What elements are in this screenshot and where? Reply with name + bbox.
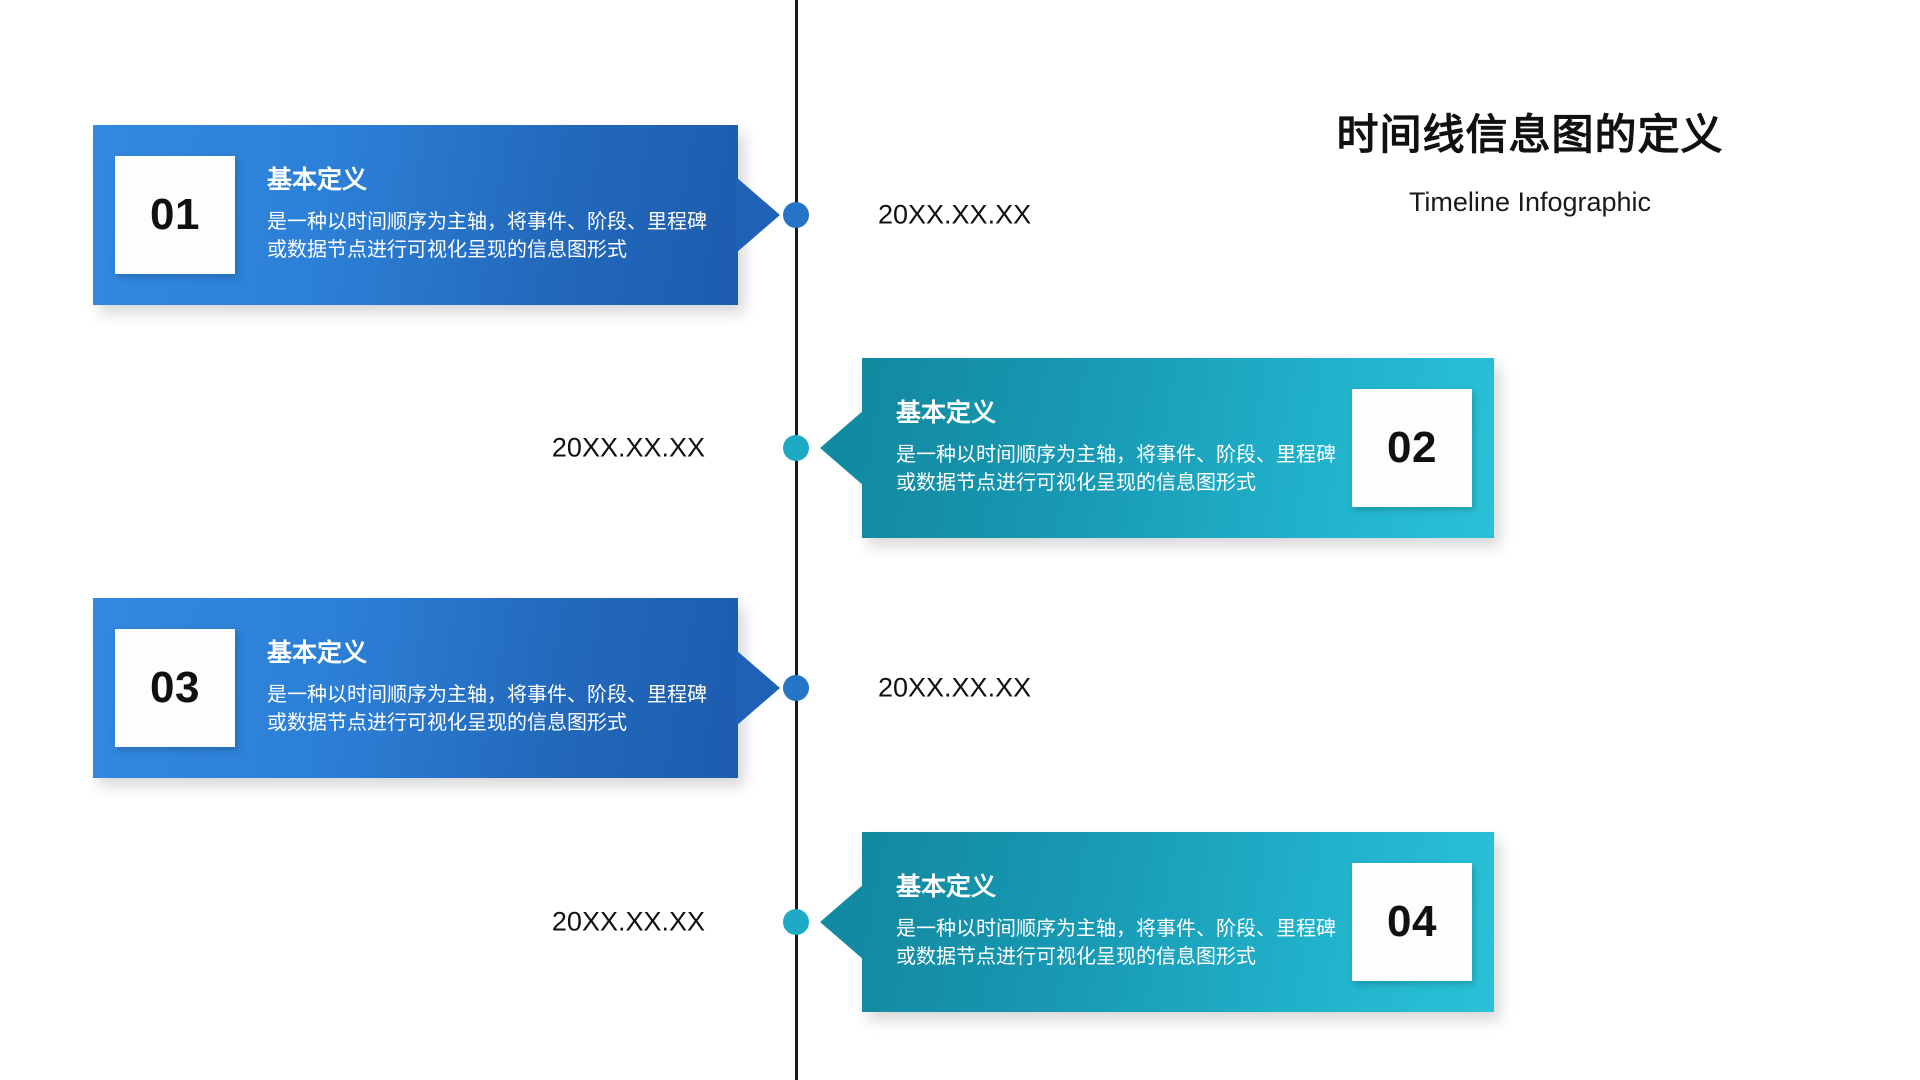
timeline-card-01[interactable]: 01 基本定义 是一种以时间顺序为主轴，将事件、阶段、里程碑或数据节点进行可视化… <box>93 125 780 305</box>
card-body: 是一种以时间顺序为主轴，将事件、阶段、里程碑或数据节点进行可视化呈现的信息图形式 <box>896 443 1336 495</box>
step-number-badge: 01 <box>115 156 235 274</box>
card-body: 是一种以时间顺序为主轴，将事件、阶段、里程碑或数据节点进行可视化呈现的信息图形式 <box>267 210 707 262</box>
card-body: 是一种以时间顺序为主轴，将事件、阶段、里程碑或数据节点进行可视化呈现的信息图形式 <box>896 917 1336 969</box>
card-inner: 基本定义 是一种以时间顺序为主轴，将事件、阶段、里程碑或数据节点进行可视化呈现的… <box>820 358 1494 538</box>
timeline-card-03[interactable]: 03 基本定义 是一种以时间顺序为主轴，将事件、阶段、里程碑或数据节点进行可视化… <box>93 598 780 778</box>
timeline-dot-02[interactable] <box>783 435 809 461</box>
step-number-badge: 03 <box>115 629 235 747</box>
card-text: 基本定义 是一种以时间顺序为主轴，将事件、阶段、里程碑或数据节点进行可视化呈现的… <box>862 872 1352 971</box>
card-body: 是一种以时间顺序为主轴，将事件、阶段、里程碑或数据节点进行可视化呈现的信息图形式 <box>267 683 707 735</box>
card-text: 基本定义 是一种以时间顺序为主轴，将事件、阶段、里程碑或数据节点进行可视化呈现的… <box>235 638 738 737</box>
timeline-dot-01[interactable] <box>783 202 809 228</box>
timeline-card-02[interactable]: 基本定义 是一种以时间顺序为主轴，将事件、阶段、里程碑或数据节点进行可视化呈现的… <box>820 358 1494 538</box>
card-inner: 基本定义 是一种以时间顺序为主轴，将事件、阶段、里程碑或数据节点进行可视化呈现的… <box>820 832 1494 1012</box>
timeline-dot-03[interactable] <box>783 675 809 701</box>
card-heading: 基本定义 <box>267 639 368 668</box>
card-text: 基本定义 是一种以时间顺序为主轴，将事件、阶段、里程碑或数据节点进行可视化呈现的… <box>862 398 1352 497</box>
arrow-right-icon <box>736 177 780 253</box>
date-label-01: 20XX.XX.XX <box>878 199 1032 230</box>
card-inner: 03 基本定义 是一种以时间顺序为主轴，将事件、阶段、里程碑或数据节点进行可视化… <box>93 598 780 778</box>
card-text: 基本定义 是一种以时间顺序为主轴，将事件、阶段、里程碑或数据节点进行可视化呈现的… <box>235 165 738 264</box>
card-heading: 基本定义 <box>896 873 997 902</box>
date-label-04: 20XX.XX.XX <box>551 906 705 937</box>
page-subtitle: Timeline Infographic <box>1408 187 1652 218</box>
title-block: 时间线信息图的定义 Timeline Infographic <box>1210 110 1850 219</box>
card-heading: 基本定义 <box>896 399 997 428</box>
timeline-dot-04[interactable] <box>783 909 809 935</box>
arrow-left-icon <box>820 410 864 486</box>
timeline-card-04[interactable]: 基本定义 是一种以时间顺序为主轴，将事件、阶段、里程碑或数据节点进行可视化呈现的… <box>820 832 1494 1012</box>
date-label-02: 20XX.XX.XX <box>551 432 705 463</box>
card-inner: 01 基本定义 是一种以时间顺序为主轴，将事件、阶段、里程碑或数据节点进行可视化… <box>93 125 780 305</box>
arrow-left-icon <box>820 884 864 960</box>
arrow-right-icon <box>736 650 780 726</box>
date-label-03: 20XX.XX.XX <box>878 672 1032 703</box>
step-number-badge: 04 <box>1352 863 1472 981</box>
card-heading: 基本定义 <box>267 166 368 195</box>
step-number-badge: 02 <box>1352 389 1472 507</box>
timeline-axis <box>795 0 798 1080</box>
page-title: 时间线信息图的定义 <box>1336 111 1724 158</box>
